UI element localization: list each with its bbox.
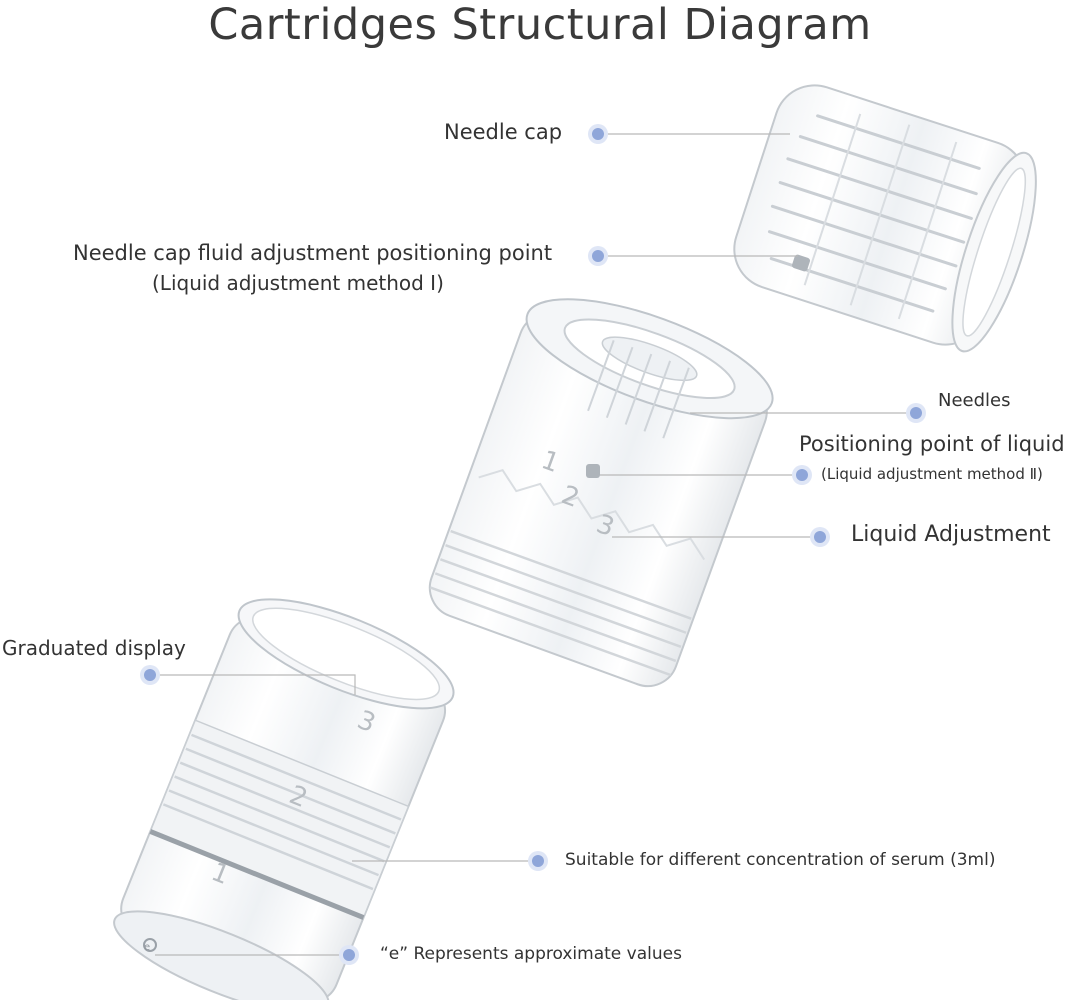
label-needles: Needles <box>938 390 1011 411</box>
e-mark: e <box>144 942 150 953</box>
serum-vial-part <box>113 598 455 1000</box>
label-cap-point: Needle cap fluid adjustment positioning … <box>73 241 553 265</box>
callout-dot-serum <box>528 851 548 871</box>
callout-dot-needles <box>906 403 926 423</box>
label-cap-point-method: (Liquid adjustment method I) <box>152 271 444 295</box>
page-title: Cartridges Structural Diagram <box>208 0 872 50</box>
callout-dot-graduated <box>140 665 160 685</box>
callout-dot-cap-point <box>588 246 608 266</box>
label-approx: “e” Represents approximate values <box>380 944 682 964</box>
label-graduated-display: Graduated display <box>2 636 186 660</box>
label-liquid-adjustment: Liquid Adjustment <box>851 522 1051 547</box>
callout-dot-liquid-adjustment <box>810 527 830 547</box>
callout-dot-positioning <box>792 465 812 485</box>
label-needle-cap: Needle cap <box>444 120 563 144</box>
needle-cartridge-part <box>428 298 774 688</box>
label-serum: Suitable for different concentration of … <box>565 850 996 870</box>
needle-cap-part <box>733 84 1037 353</box>
label-positioning-method: (Liquid adjustment method Ⅱ) <box>821 465 1043 483</box>
label-positioning-point: Positioning point of liquid <box>799 432 1065 456</box>
callout-dot-needle-cap <box>588 124 608 144</box>
callout-dot-approx <box>339 945 359 965</box>
